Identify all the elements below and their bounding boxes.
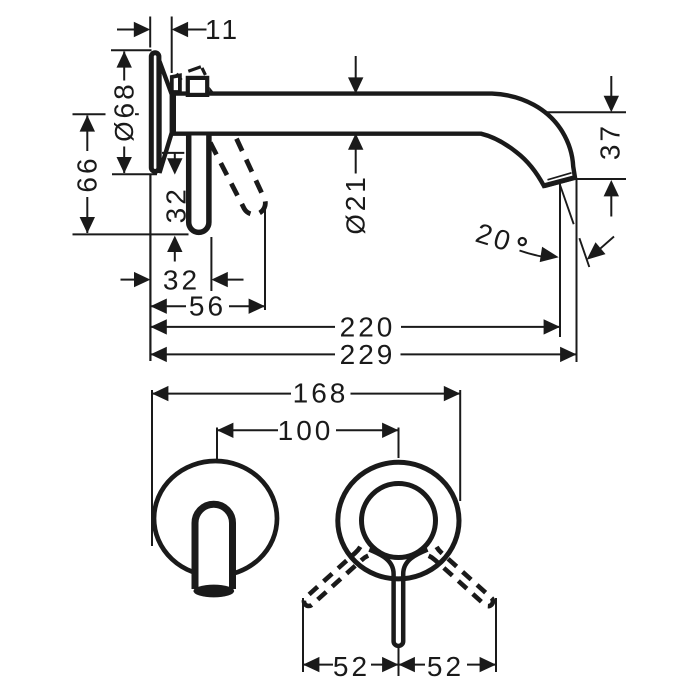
svg-text:Ø21: Ø21 — [340, 174, 371, 234]
svg-text:11: 11 — [205, 14, 240, 45]
svg-text:168: 168 — [293, 378, 349, 409]
svg-text:220: 220 — [340, 312, 396, 343]
svg-text:37: 37 — [595, 123, 626, 160]
svg-text:56: 56 — [189, 291, 226, 322]
svg-text:Ø68: Ø68 — [109, 81, 140, 141]
svg-text:32: 32 — [161, 186, 192, 223]
svg-text:52: 52 — [333, 651, 370, 682]
svg-text:66: 66 — [72, 155, 103, 192]
svg-text:52: 52 — [427, 651, 464, 682]
svg-text:100: 100 — [278, 415, 334, 446]
svg-text:32: 32 — [163, 265, 200, 296]
svg-text:229: 229 — [340, 339, 396, 370]
